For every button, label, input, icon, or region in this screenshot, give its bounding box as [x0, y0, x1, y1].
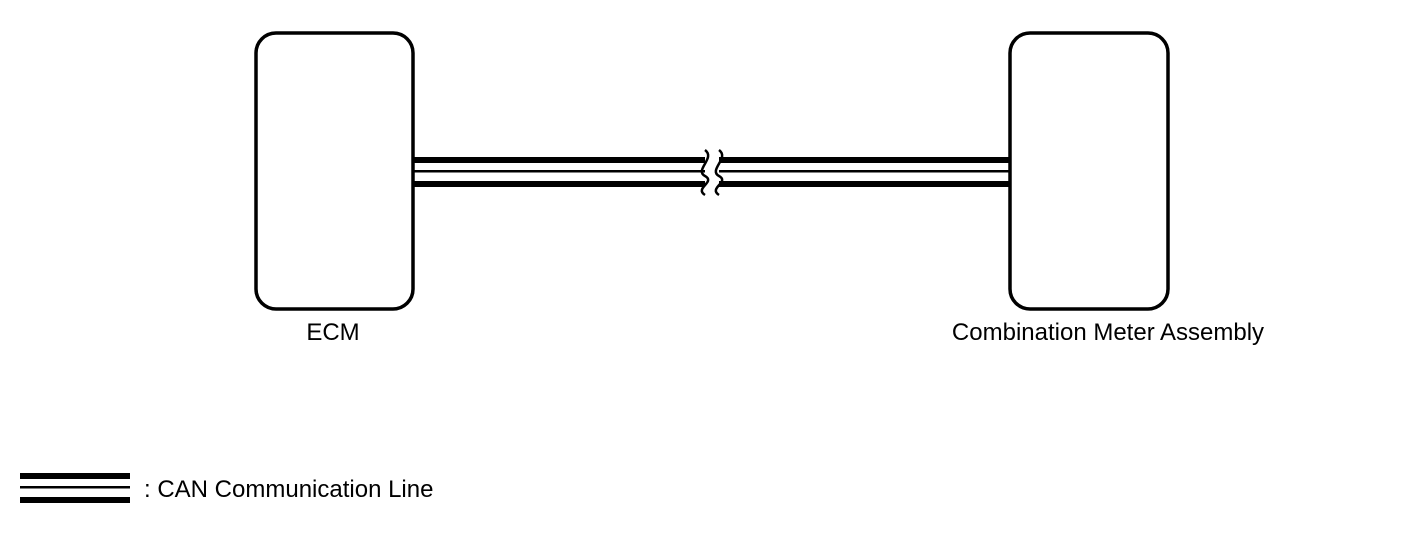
can-line-right-segment	[719, 157, 1010, 187]
combination-meter-label: Combination Meter Assembly	[952, 319, 1264, 346]
combination-meter-box	[1008, 31, 1170, 311]
line-break-mark	[700, 148, 724, 197]
legend-can-line-icon	[20, 473, 130, 503]
ecm-box	[254, 31, 415, 311]
can-line-left-segment	[413, 157, 705, 187]
legend-label: : CAN Communication Line	[144, 476, 433, 503]
ecm-label: ECM	[306, 319, 359, 346]
